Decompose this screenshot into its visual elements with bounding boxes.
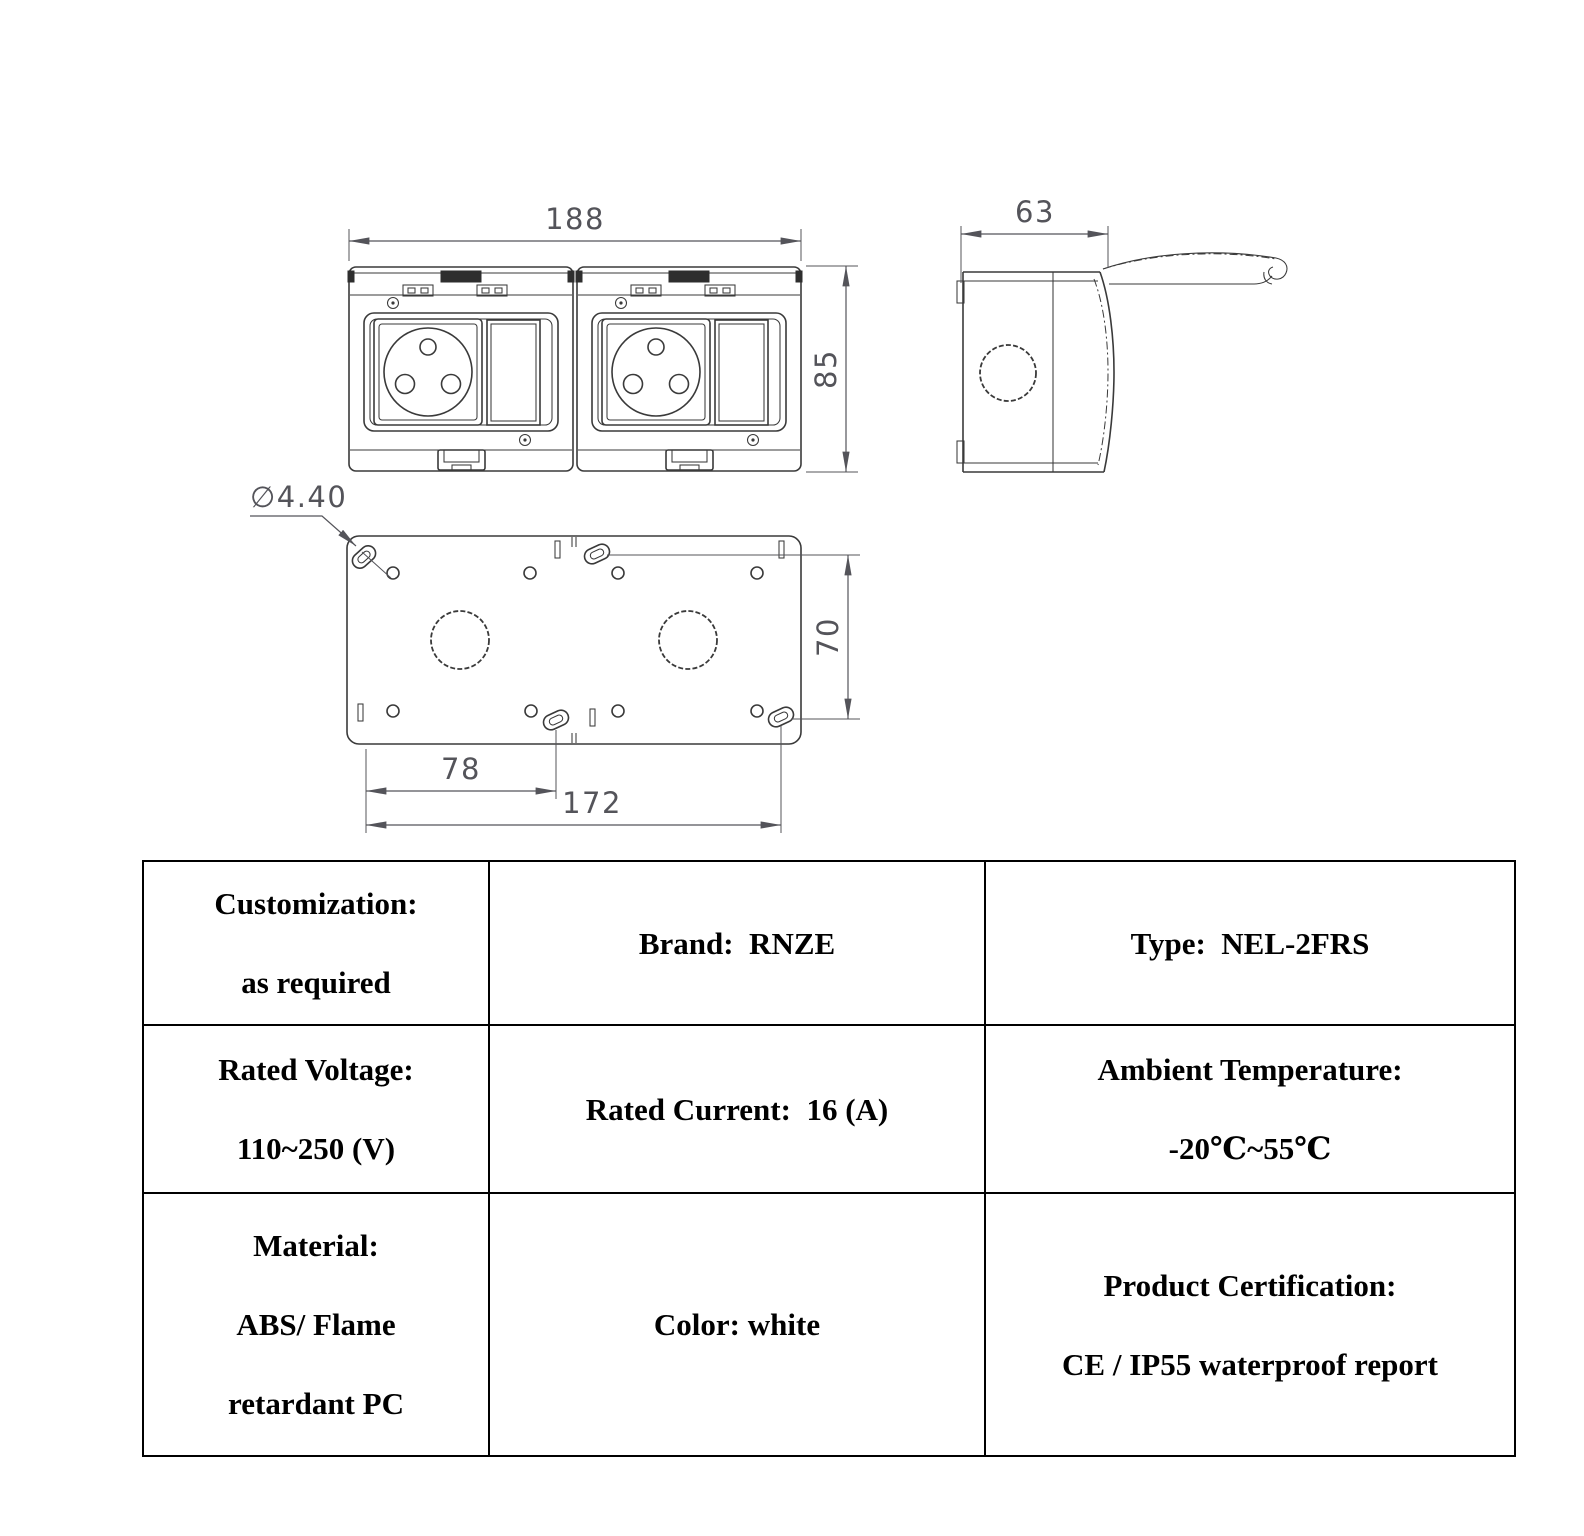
spec-text: Color: white [653,1307,821,1342]
spec-cell-customization: Customization: as required [142,860,490,1026]
spec-text: Product Certification: [1103,1267,1397,1303]
spec-cell-material: Material: ABS/ Flame retardant PC [142,1192,490,1457]
spec-text: ABS/ Flame [236,1307,396,1342]
spec-cell-color: Color: white [488,1192,986,1457]
dim-label-front-width: 188 [545,202,605,236]
socket-unit-left [347,266,575,472]
spec-text: Brand: RNZE [638,925,836,961]
dimension-back-pitch-total: 172 [366,726,782,833]
dimension-back-pitch-left: 78 [365,730,557,833]
screw-hole [750,566,764,580]
socket-unit-right [575,266,803,472]
back-view [346,535,802,745]
dimension-back-vertical-pitch: 70 [607,554,860,720]
spec-cell-ambient-temperature: Ambient Temperature: -20℃~55℃ [984,1024,1516,1194]
dimension-front-height: 85 [806,265,858,473]
dim-label-back-vertical-pitch: 70 [811,617,845,657]
screw-hole [386,704,400,718]
open-lid-flap [1102,252,1288,285]
screw-hole [611,704,625,718]
dim-label-front-height: 85 [809,349,843,389]
mount-slot [348,541,380,573]
spec-cell-rated-voltage: Rated Voltage: 110~250 (V) [142,1024,490,1194]
spec-text: Rated Voltage: [218,1052,414,1087]
spec-row-1: Customization: as required Brand: RNZE T… [142,860,1516,1026]
spec-text: Type: NEL-2FRS [1130,925,1370,961]
spec-text: Customization: [214,886,418,921]
spec-text: CE / IP55 waterproof report [1062,1346,1438,1382]
spec-text: -20℃~55℃ [1168,1131,1332,1166]
side-view [956,252,1288,473]
mount-slot [765,703,797,731]
spec-text: Rated Current: 16 (A) [585,1091,889,1127]
technical-drawing: 188 85 63 [250,195,1288,833]
spec-text: as required [241,965,391,1000]
spec-cell-rated-current: Rated Current: 16 (A) [488,1024,986,1194]
spec-text: Ambient Temperature: [1097,1052,1403,1087]
dim-label-hole-diameter: ∅4.40 [250,480,347,514]
spec-cell-type: Type: NEL-2FRS [984,860,1516,1026]
front-view [347,266,803,472]
mount-slot [581,540,613,568]
mount-slot [540,706,572,734]
dimension-front-width: 188 [348,202,802,261]
spec-cell-brand: Brand: RNZE [488,860,986,1026]
spec-row-3: Material: ABS/ Flame retardant PC Color:… [142,1192,1516,1457]
dim-label-back-pitch-total: 172 [562,786,622,820]
screw-hole [386,566,400,580]
dimension-side-depth: 63 [960,195,1109,283]
spec-row-2: Rated Voltage: 110~250 (V) Rated Current… [142,1024,1516,1194]
screw-hole [750,704,764,718]
spec-text: Material: [253,1228,379,1263]
screw-hole [523,566,537,580]
screw-hole [524,704,538,718]
dim-label-side-depth: 63 [1015,195,1055,229]
spec-text: 110~250 (V) [236,1131,396,1166]
spec-table: Customization: as required Brand: RNZE T… [142,860,1516,1457]
dimension-hole-diameter: ∅4.40 [250,480,392,579]
dim-label-back-pitch-left: 78 [441,752,481,786]
spec-text: retardant PC [228,1386,404,1421]
screw-hole [611,566,625,580]
spec-cell-product-certification: Product Certification: CE / IP55 waterpr… [984,1192,1516,1457]
